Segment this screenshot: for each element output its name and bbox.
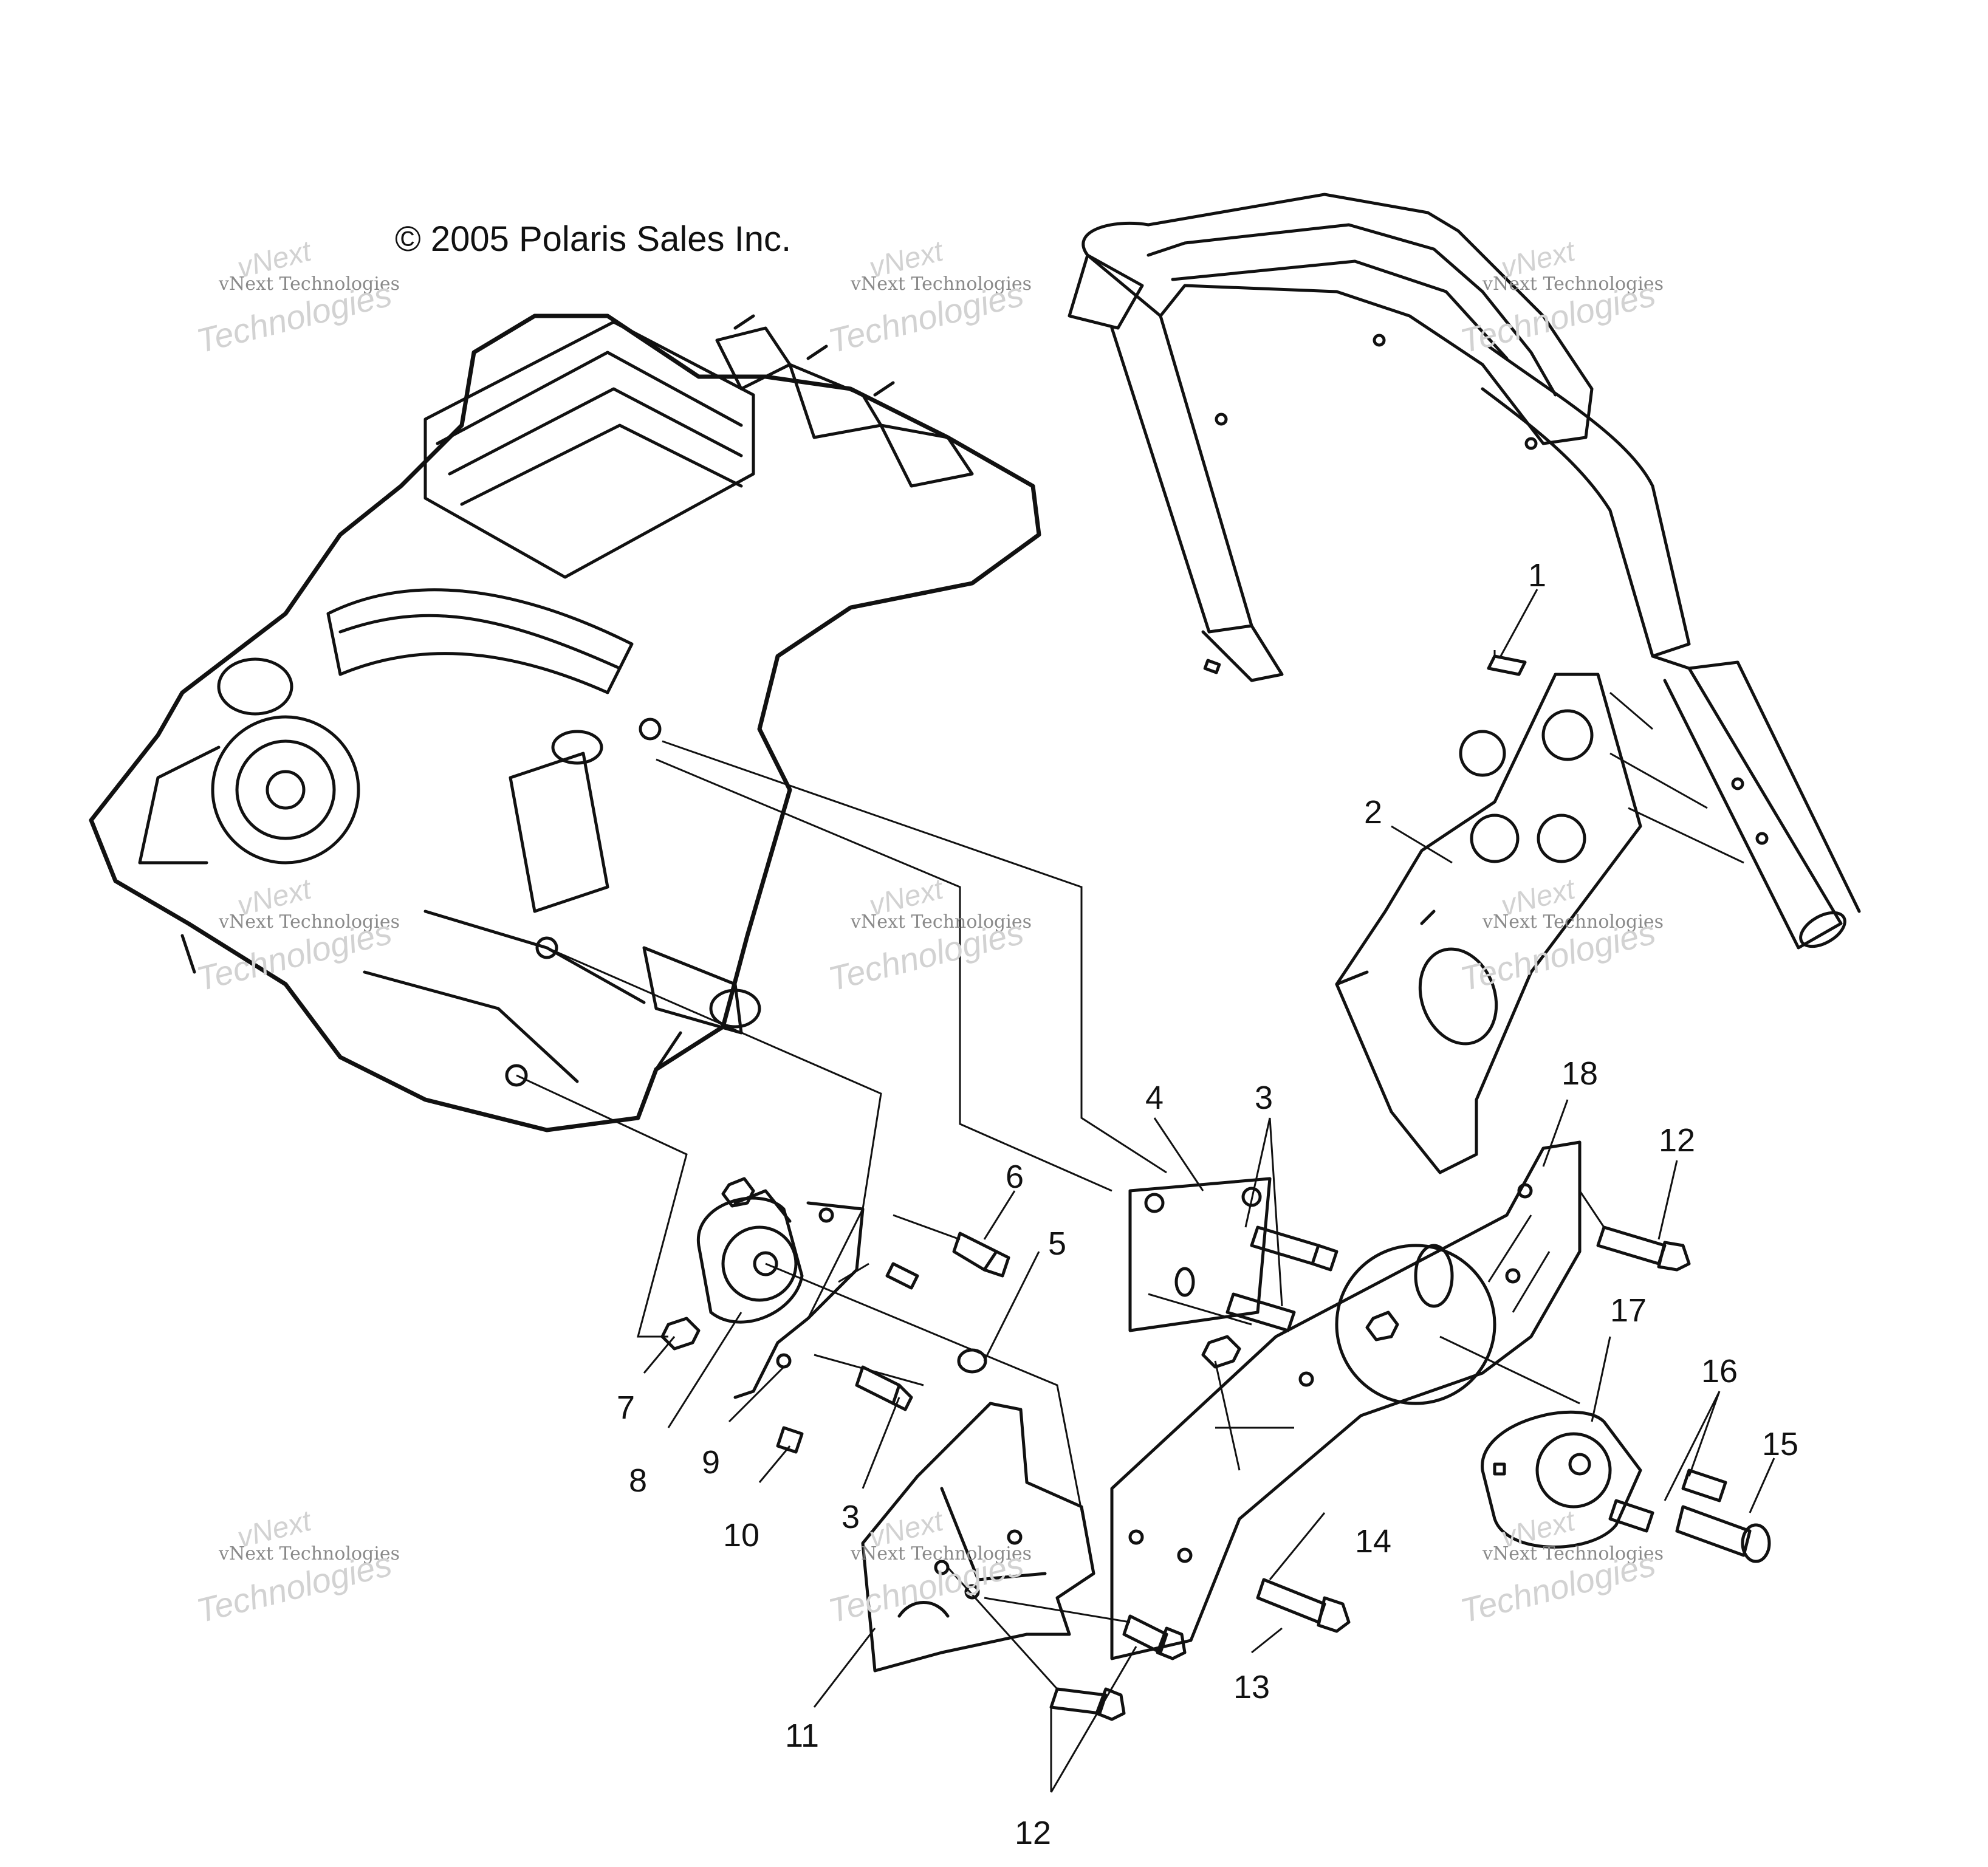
callout-8: 8 xyxy=(628,1462,648,1499)
callout-13: 13 xyxy=(1233,1669,1270,1705)
bracket-4 xyxy=(1128,1177,1272,1332)
callout-4: 4 xyxy=(1145,1080,1164,1116)
callout-15: 15 xyxy=(1761,1426,1799,1462)
callout-12: 12 xyxy=(1014,1815,1052,1851)
callout-18: 18 xyxy=(1561,1055,1599,1092)
engine-assembly xyxy=(89,313,1041,1132)
motor-mount-8 xyxy=(696,1189,804,1324)
callout-16: 16 xyxy=(1701,1353,1738,1389)
callout-11: 11 xyxy=(784,1718,820,1754)
callout-3: 3 xyxy=(1254,1080,1273,1116)
plate-18 xyxy=(1110,1140,1582,1660)
front-frame xyxy=(1068,193,1861,950)
callout-7: 7 xyxy=(616,1389,636,1426)
leader-lines xyxy=(516,650,1744,1690)
fasteners xyxy=(660,654,1771,1721)
motor-mount-17 xyxy=(1481,1410,1642,1549)
callout-14: 14 xyxy=(1354,1523,1392,1560)
callout-2: 2 xyxy=(1363,794,1383,831)
callout-10: 10 xyxy=(722,1517,760,1554)
callout-leaders xyxy=(643,589,1775,1793)
mounting-plate-2 xyxy=(1335,673,1642,1174)
bracket-11 xyxy=(861,1402,1095,1673)
callout-12: 12 xyxy=(1658,1122,1696,1159)
callout-5: 5 xyxy=(1047,1225,1067,1262)
callout-3: 3 xyxy=(841,1499,860,1535)
callout-6: 6 xyxy=(1005,1159,1024,1195)
callout-9: 9 xyxy=(701,1444,721,1481)
callout-1: 1 xyxy=(1527,557,1547,594)
callout-17: 17 xyxy=(1609,1292,1647,1329)
copyright-notice: © 2005 Polaris Sales Inc. xyxy=(395,219,792,259)
